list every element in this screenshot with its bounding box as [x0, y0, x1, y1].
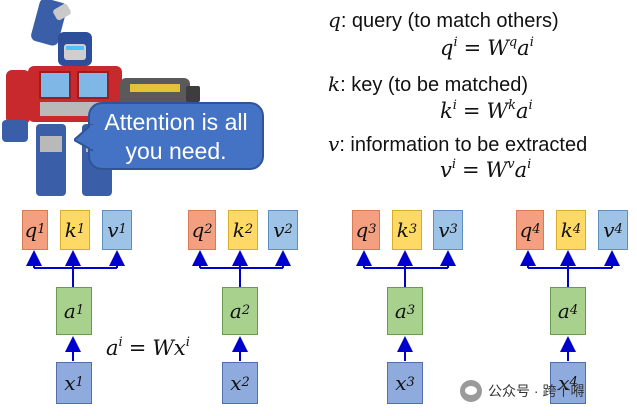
formula-q-w: W	[487, 36, 509, 60]
formula-k-lhs-sup: i	[452, 98, 457, 113]
q2-label: q	[191, 218, 205, 242]
key-definition-text: : key (to be matched)	[340, 74, 528, 96]
formula-v-lhs-sup: i	[451, 157, 457, 172]
arrows-column-4	[520, 250, 620, 361]
x2-label: x	[230, 371, 242, 395]
formula-v-lhs: v	[440, 158, 452, 182]
arrows-column-1	[26, 250, 125, 361]
q1-label: q	[24, 218, 38, 242]
formula-k-w-sup: k	[508, 98, 516, 113]
watermark-text: 公众号 · 跨个嘚	[488, 383, 585, 399]
k1-label: k	[64, 218, 77, 242]
formula-a-eq: =	[128, 336, 147, 360]
embedding-formula: ai=Wxi	[106, 336, 190, 360]
arrows-column-2	[192, 250, 291, 361]
formula-k-lhs: k	[440, 99, 453, 123]
speech-bubble-tail	[74, 124, 94, 152]
a2-label: a	[229, 299, 242, 323]
value-formula: vi=Wvai	[440, 158, 531, 182]
formula-a-lhs-sup: i	[118, 335, 123, 350]
formula-k-eq: =	[462, 99, 481, 123]
speech-bubble-line-2: you need.	[125, 138, 227, 164]
watermark: 公众号 · 跨个嘚	[460, 378, 630, 404]
formula-a-w-sup: i	[185, 335, 190, 350]
key-formula: ki=Wkai	[440, 99, 533, 123]
formula-k-a-sup: i	[528, 98, 533, 113]
formula-q-lhs-sup: i	[453, 35, 458, 50]
key-definition: k: key (to be matched)	[328, 72, 528, 97]
v1-label: v	[107, 218, 119, 242]
formula-q-a-sup: i	[529, 35, 534, 50]
k2-label: k	[232, 218, 245, 242]
x3-label: x	[395, 371, 407, 395]
formula-a-lhs: a	[106, 336, 119, 360]
v4-label: v	[603, 218, 615, 242]
q4-label: q	[519, 218, 533, 242]
robot-arm-left	[2, 70, 30, 142]
speech-bubble-text: Attention is all you need.	[90, 108, 262, 166]
formula-k-w: W	[486, 99, 509, 123]
query-symbol: q	[328, 8, 341, 32]
speech-bubble-line-1: Attention is all	[104, 109, 248, 135]
value-definition: v: information to be extracted	[328, 132, 587, 157]
formula-v-a-sup: i	[527, 157, 532, 172]
formula-q-eq: =	[463, 36, 482, 60]
formula-k-a: a	[516, 99, 529, 123]
formula-v-w-sup: v	[507, 157, 515, 172]
a1-label: a	[63, 299, 76, 323]
value-definition-text: : information to be extracted	[339, 134, 588, 156]
a4-label: a	[557, 299, 570, 323]
key-symbol: k	[328, 72, 341, 96]
k4-label: k	[560, 218, 573, 242]
formula-v-eq: =	[462, 158, 480, 182]
a3-label: a	[394, 299, 407, 323]
formula-q-lhs: q	[440, 36, 454, 60]
v2-label: v	[273, 218, 285, 242]
formula-v-a: a	[514, 158, 528, 182]
k3-label: k	[396, 218, 409, 242]
v3-label: v	[438, 218, 450, 242]
value-symbol: v	[328, 132, 340, 156]
formula-a-w: Wx	[152, 336, 186, 360]
x1-label: x	[64, 371, 76, 395]
wechat-icon	[460, 380, 482, 402]
query-definition: q: query (to match others)	[328, 8, 559, 33]
robot-arm-raised	[31, 0, 71, 46]
robot-head	[58, 32, 92, 66]
speech-bubble: Attention is all you need.	[74, 102, 264, 170]
formula-q-w-sup: q	[508, 35, 518, 50]
formula-v-w: W	[485, 158, 508, 182]
formula-q-a: a	[517, 36, 530, 60]
query-definition-text: : query (to match others)	[340, 10, 559, 32]
query-formula: qi=Wqai	[440, 36, 534, 60]
arrows-column-3	[356, 250, 456, 361]
q3-label: q	[355, 218, 369, 242]
x4-label: x	[558, 371, 570, 395]
